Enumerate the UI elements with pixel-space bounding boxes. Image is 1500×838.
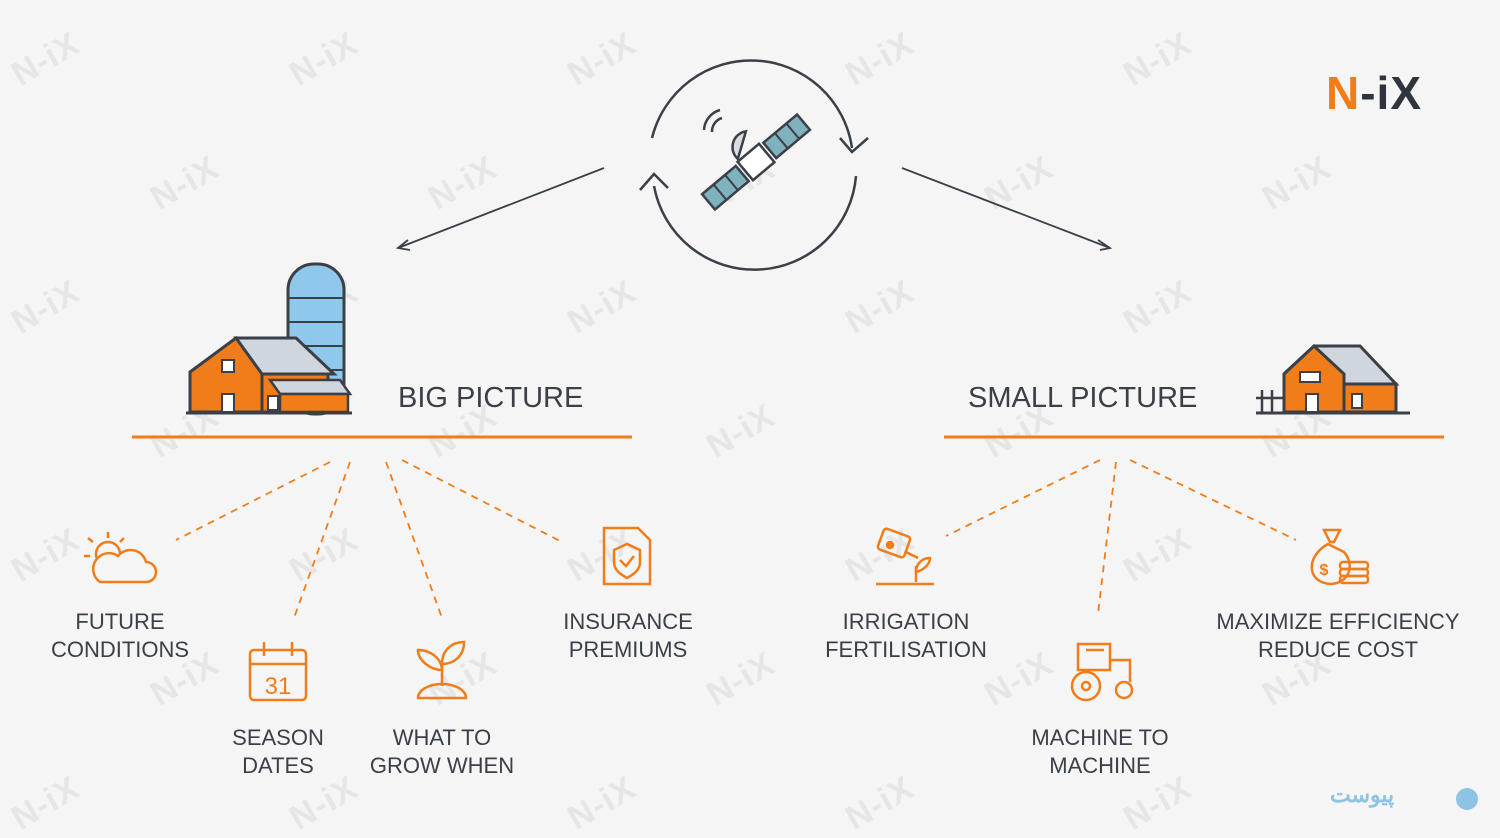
seedling-icon xyxy=(416,640,468,700)
connector-efficiency xyxy=(1129,459,1297,541)
dollar-sign-icon: $ xyxy=(1320,562,1329,579)
big-picture-heading: BIG PICTURE xyxy=(398,382,584,414)
cycle-arc-bottom xyxy=(652,175,858,271)
cycle-arrow-right-icon xyxy=(839,137,869,154)
signal-waves-icon xyxy=(702,108,723,133)
footer-logo-icon xyxy=(1456,788,1478,810)
arrow-to-small-picture xyxy=(901,167,1113,251)
connector-what-to-grow xyxy=(385,461,443,619)
satellite-icon xyxy=(700,112,812,212)
cycle-arrow-left-icon xyxy=(639,172,669,191)
logo-letter-n: N xyxy=(1326,67,1361,119)
calendar-day: 31 xyxy=(265,673,292,700)
sun-cloud-icon xyxy=(84,532,158,584)
connectors xyxy=(175,459,1297,619)
connector-future-conditions xyxy=(175,461,331,541)
footer-logo-text: پیوست xyxy=(1330,782,1395,807)
connector-insurance xyxy=(401,459,563,543)
big-farm-icon xyxy=(186,262,353,416)
connector-irrigation xyxy=(945,459,1101,537)
watering-can-icon xyxy=(876,527,934,586)
small-picture-heading: SMALL PICTURE xyxy=(968,382,1198,414)
brand-logo: N-iX xyxy=(1326,66,1422,120)
connector-machine xyxy=(1097,461,1117,615)
satellite-cycle xyxy=(639,59,869,271)
insurance-document-icon xyxy=(602,526,652,586)
logo-rest: -iX xyxy=(1360,67,1423,119)
tractor-icon xyxy=(1070,642,1134,702)
calendar-icon xyxy=(248,642,308,702)
arrow-to-big-picture xyxy=(395,167,605,251)
cycle-arc-top xyxy=(650,59,854,149)
money-bag-icon xyxy=(1310,528,1370,586)
connector-season-dates xyxy=(293,461,351,619)
small-farm-icon xyxy=(1256,343,1410,415)
